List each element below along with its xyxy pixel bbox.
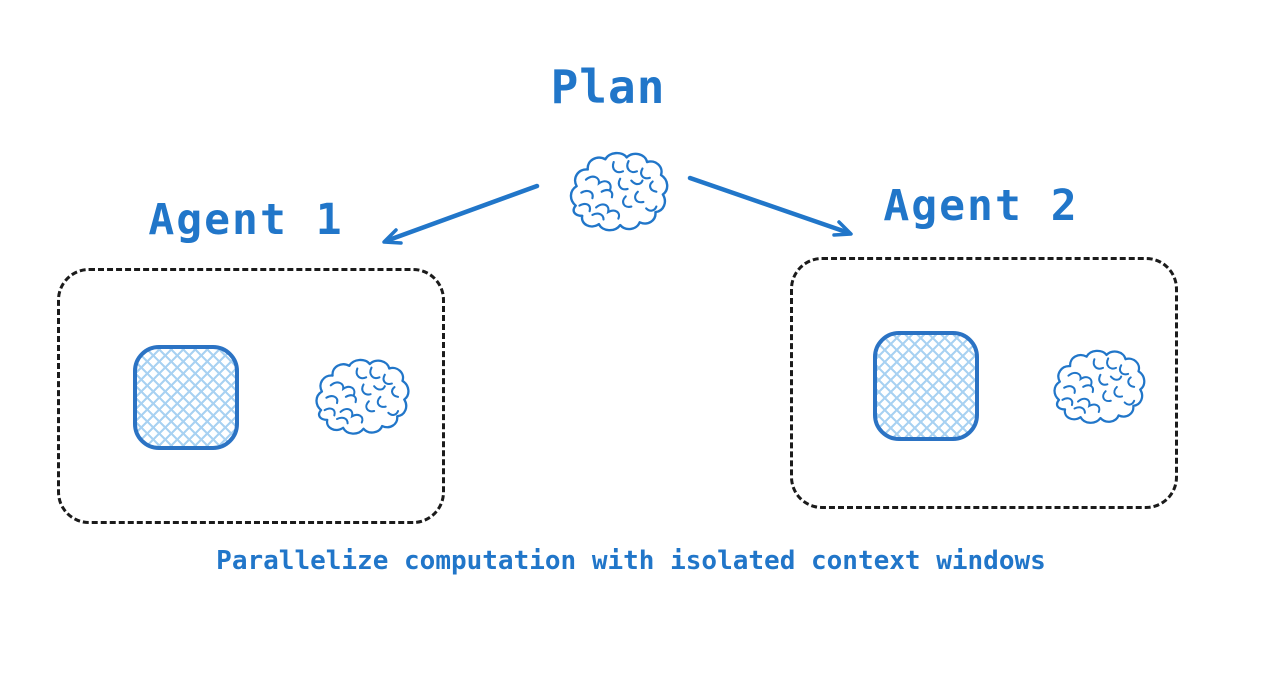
agent-2-box bbox=[790, 257, 1178, 509]
arrow-to-agent-2 bbox=[687, 175, 852, 236]
arrowhead-agent-2 bbox=[832, 220, 853, 237]
plan-title: Plan bbox=[550, 60, 666, 114]
context-window-icon bbox=[873, 331, 979, 441]
context-window-icon bbox=[133, 345, 239, 450]
brain-icon bbox=[569, 151, 669, 232]
agent-2-label: Agent 2 bbox=[883, 181, 1079, 231]
agent-1-label: Agent 1 bbox=[148, 195, 344, 245]
brain-icon bbox=[315, 358, 410, 435]
brain-icon bbox=[1053, 349, 1146, 424]
agent-1-box bbox=[57, 268, 445, 524]
diagram-caption: Parallelize computation with isolated co… bbox=[216, 546, 1046, 576]
arrowhead-agent-1 bbox=[382, 228, 403, 245]
arrow-to-agent-1 bbox=[383, 183, 540, 244]
